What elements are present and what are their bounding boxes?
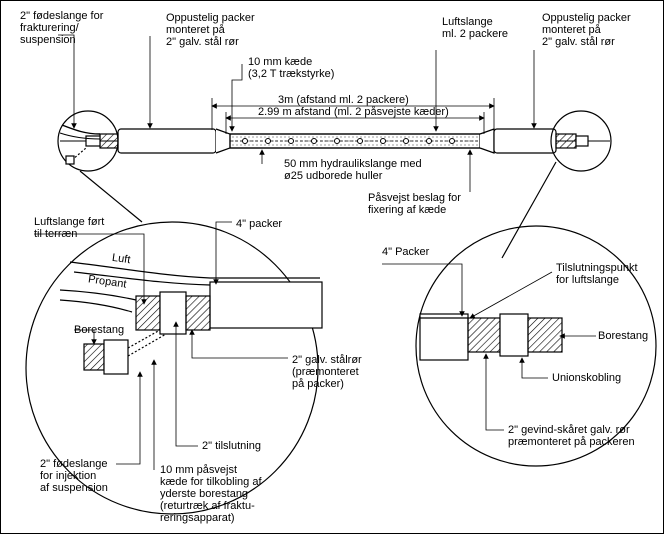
detail-left [25, 221, 323, 515]
label-steel-pipe: 2" galv. stålrør (præmonteret på packer) [292, 354, 362, 390]
packer-4in-left [209, 281, 323, 329]
label-threaded-pipe: 2" gevind-skåret galv. rør præmonteret p… [508, 424, 635, 448]
label-borestang-right: Borestang [598, 330, 649, 342]
label-packer-4in-right: 4" Packer [382, 246, 430, 258]
detail-circle-left-large [25, 221, 319, 515]
label-connection-2in: 2" tilslutning [202, 440, 261, 452]
detail-right [382, 225, 657, 467]
packer-4in-right [419, 313, 469, 361]
label-connection-point: Tilslutningspunkt for luftslange [556, 262, 638, 286]
detail-circle-right-large [415, 225, 657, 467]
label-luft: Luft [111, 251, 132, 267]
label-air-hose-terrain: Luftslange ført til terræn [34, 216, 105, 240]
packer-left [117, 128, 217, 154]
label-welded-fitting: Påsvejst beslag for fixering af kæde [368, 192, 461, 216]
label-welded-chain: 10 mm påsvejst kæde for tilkobling af yd… [160, 464, 262, 524]
label-distance-3m: 3m (afstand ml. 2 packere) [278, 94, 409, 106]
label-chain: 10 mm kæde (3,2 T trækstyrke) [248, 56, 335, 80]
label-feed-hose-fracturing: 2" fødeslange for frakturering/ suspensi… [20, 10, 104, 46]
label-packer-left: Oppustelig packer monteret på 2" galv. s… [166, 12, 255, 48]
label-air-hose-between-packers: Luftslange ml. 2 packere [442, 16, 509, 40]
label-union-coupling: Unionskobling [552, 372, 622, 384]
label-packer-4in-left: 4" packer [236, 218, 283, 230]
top-assembly [57, 34, 612, 259]
label-distance-299m: 2.99 m afstand (ml. 2 påsvejste kæder) [258, 106, 449, 118]
label-borestang-left: Borestang [74, 324, 125, 336]
detail-circle-right-small [550, 110, 612, 172]
packer-right [493, 128, 557, 154]
label-packer-right: Oppustelig packer monteret på 2" galv. s… [542, 12, 631, 48]
label-hydraulic-hose: 50 mm hydraulikslange med ø25 udborede h… [284, 158, 422, 182]
label-feed-hose-injection: 2" fødeslange for injektion af suspensio… [40, 458, 108, 494]
